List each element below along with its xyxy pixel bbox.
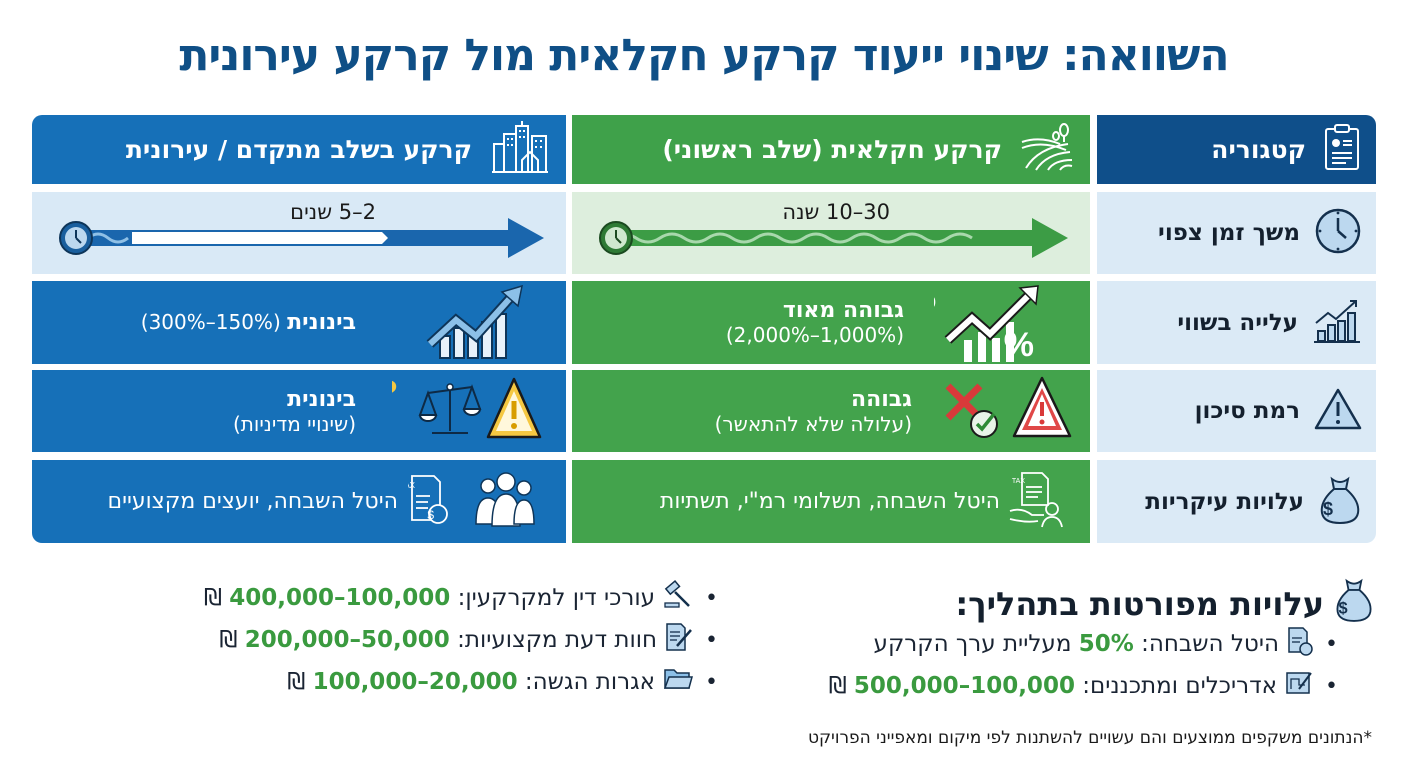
- bullet: •: [705, 669, 718, 695]
- list-item: • אגרות הגשה: 20,000–100,000 ₪: [204, 661, 718, 703]
- agricultural-main-costs: TAX היטל השבחה, תשלומי רמ"י, תשתיות: [572, 460, 1090, 543]
- farm-field-icon: [1020, 122, 1074, 178]
- cost-label: חוות דעת מקצועיות:: [449, 627, 658, 653]
- category-duration: משך זמן צפוי: [1097, 192, 1376, 274]
- cost-value: 20,000–100,000: [312, 669, 518, 695]
- category-label: משך זמן צפוי: [1158, 220, 1300, 246]
- cost-value: 50,000–200,000: [244, 627, 450, 653]
- money-bag-icon: $: [1318, 475, 1362, 529]
- cost-value: 100,000–400,000: [229, 585, 451, 611]
- svg-text:TAX: TAX: [408, 481, 416, 490]
- list-item: • היטל השבחה: 50% מעליית ערך הקרקע: [829, 623, 1338, 665]
- agricultural-value-increase: %% גבוהה מאוד (1,000%–2,000%): [572, 281, 1090, 364]
- svg-text:$: $: [1339, 600, 1348, 618]
- duration-value: 30–10 שנה: [782, 200, 890, 224]
- cost-label: אדריכלים ומתכננים:: [1074, 673, 1278, 699]
- category-value-increase: עלייה בשווי: [1097, 281, 1376, 364]
- clipboard-icon: [1324, 123, 1360, 177]
- svg-text:?: ?: [392, 374, 398, 410]
- clock-icon: [59, 221, 93, 255]
- duration-value: 2–5 שנים: [290, 200, 376, 224]
- gavel-icon: [663, 580, 693, 616]
- cost-suffix: ₪: [203, 585, 230, 611]
- list-item: • חוות דעת מקצועיות: 50,000–200,000 ₪: [204, 619, 718, 661]
- category-label: עלויות עיקריות: [1145, 488, 1304, 515]
- tax-document-people-icon: TAX $: [400, 471, 538, 532]
- money-bag-icon: $: [1334, 577, 1374, 631]
- detailed-costs-list-left: • עורכי דין למקרקעין: 100,000–400,000 ₪ …: [204, 577, 718, 703]
- urban-main-costs: TAX $ היטל השבחה, יועצים מקצועיים: [32, 460, 566, 543]
- bullet: •: [1325, 631, 1338, 657]
- svg-text:$: $: [1323, 499, 1333, 519]
- risk-detail: (עלולה שלא להתאשר): [714, 411, 912, 436]
- header-urban-label: קרקע בשלב מתקדם / עירונית: [125, 135, 472, 164]
- risk-main: בינונית: [287, 386, 356, 412]
- timeline-arrow-icon: [599, 218, 1068, 258]
- list-item: • עורכי דין למקרקעין: 100,000–400,000 ₪: [204, 577, 718, 619]
- cost-suffix: מעליית ערך הקרקע: [873, 631, 1079, 657]
- growth-chart-icon: [426, 282, 526, 364]
- cost-value: 50%: [1078, 631, 1134, 657]
- cost-label: עורכי דין למקרקעין:: [450, 585, 656, 611]
- clock-icon: [599, 221, 633, 255]
- percent-growth-icon: %%: [911, 281, 1074, 364]
- cost-label: היטל השבחה:: [1133, 631, 1280, 657]
- cost-label: אגרות הגשה:: [517, 669, 656, 695]
- folder-icon: [663, 666, 693, 698]
- document-edit-icon: [665, 622, 693, 658]
- risk-detail: (שינויי מדיניות): [232, 411, 356, 436]
- value-increase-range: (150%–300%): [140, 310, 281, 334]
- urban-value-increase: בינונית (150%–300%): [32, 281, 566, 364]
- value-increase-range: (1,000%–2,000%): [725, 323, 904, 347]
- cost-suffix: ₪: [219, 627, 245, 653]
- header-agricultural: קרקע חקלאית (שלב ראשוני): [572, 115, 1090, 184]
- svg-text:%: %: [1004, 326, 1034, 362]
- category-main-costs: $ עלויות עיקריות: [1097, 460, 1376, 543]
- header-category-label: קטגוריה: [1211, 135, 1306, 164]
- bar-chart-growth-icon: [1312, 297, 1362, 349]
- page-title: השוואה: שינוי ייעוד קרקע חקלאית מול קרקע…: [179, 30, 1229, 81]
- clock-icon: [1314, 207, 1362, 259]
- main-costs-text: היטל השבחה, תשלומי רמ"י, תשתיות: [659, 489, 1000, 514]
- value-increase-main: גבוהה מאוד: [782, 298, 904, 323]
- cost-suffix: ₪: [287, 669, 313, 695]
- category-risk: רמת סיכון: [1097, 370, 1376, 452]
- urban-duration: 2–5 שנים: [32, 192, 566, 274]
- svg-text:%: %: [934, 283, 936, 314]
- scales-question-warning-icon: ?: [378, 373, 542, 449]
- risk-main: גבוהה: [850, 386, 912, 412]
- detailed-costs-heading: $ עלויות מפורטות בתהליך:: [955, 577, 1374, 631]
- tax-document-icon: [1287, 626, 1313, 662]
- svg-text:$: $: [427, 508, 434, 522]
- detailed-costs-list-right: • היטל השבחה: 50% מעליית ערך הקרקע • אדר…: [829, 623, 1338, 707]
- cost-value: 100,000–500,000: [853, 673, 1075, 699]
- timeline-arrow-icon: [59, 218, 544, 258]
- svg-text:TAX: TAX: [1012, 478, 1025, 485]
- city-buildings-icon: [490, 120, 550, 180]
- header-agricultural-label: קרקע חקלאית (שלב ראשוני): [662, 135, 1002, 164]
- header-category: קטגוריה: [1097, 115, 1376, 184]
- footnote: *הנתונים משקפים ממוצעים והם עשויים להשתנ…: [807, 728, 1372, 748]
- warning-reject-icon: [942, 374, 1072, 448]
- category-label: עלייה בשווי: [1177, 309, 1298, 336]
- agricultural-risk: גבוהה (עלולה שלא להתאשר): [572, 370, 1090, 452]
- tax-document-hand-icon: TAX: [1008, 471, 1064, 533]
- main-costs-text: היטל השבחה, יועצים מקצועיים: [107, 489, 398, 514]
- list-item: • אדריכלים ומתכננים: 100,000–500,000 ₪: [829, 665, 1338, 707]
- bullet: •: [1325, 673, 1338, 699]
- cost-suffix: ₪: [828, 673, 854, 699]
- blueprint-icon: [1285, 669, 1313, 703]
- detailed-costs-title: עלויות מפורטות בתהליך:: [955, 585, 1324, 623]
- bullet: •: [705, 585, 718, 611]
- value-increase-main: בינונית: [287, 310, 356, 335]
- bullet: •: [705, 627, 718, 653]
- header-urban: קרקע בשלב מתקדם / עירונית: [32, 115, 566, 184]
- warning-icon: [1314, 387, 1362, 435]
- category-label: רמת סיכון: [1194, 398, 1300, 424]
- urban-risk: ? בינונית (שינויי מדיניות): [32, 370, 566, 452]
- agricultural-duration: 30–10 שנה: [572, 192, 1090, 274]
